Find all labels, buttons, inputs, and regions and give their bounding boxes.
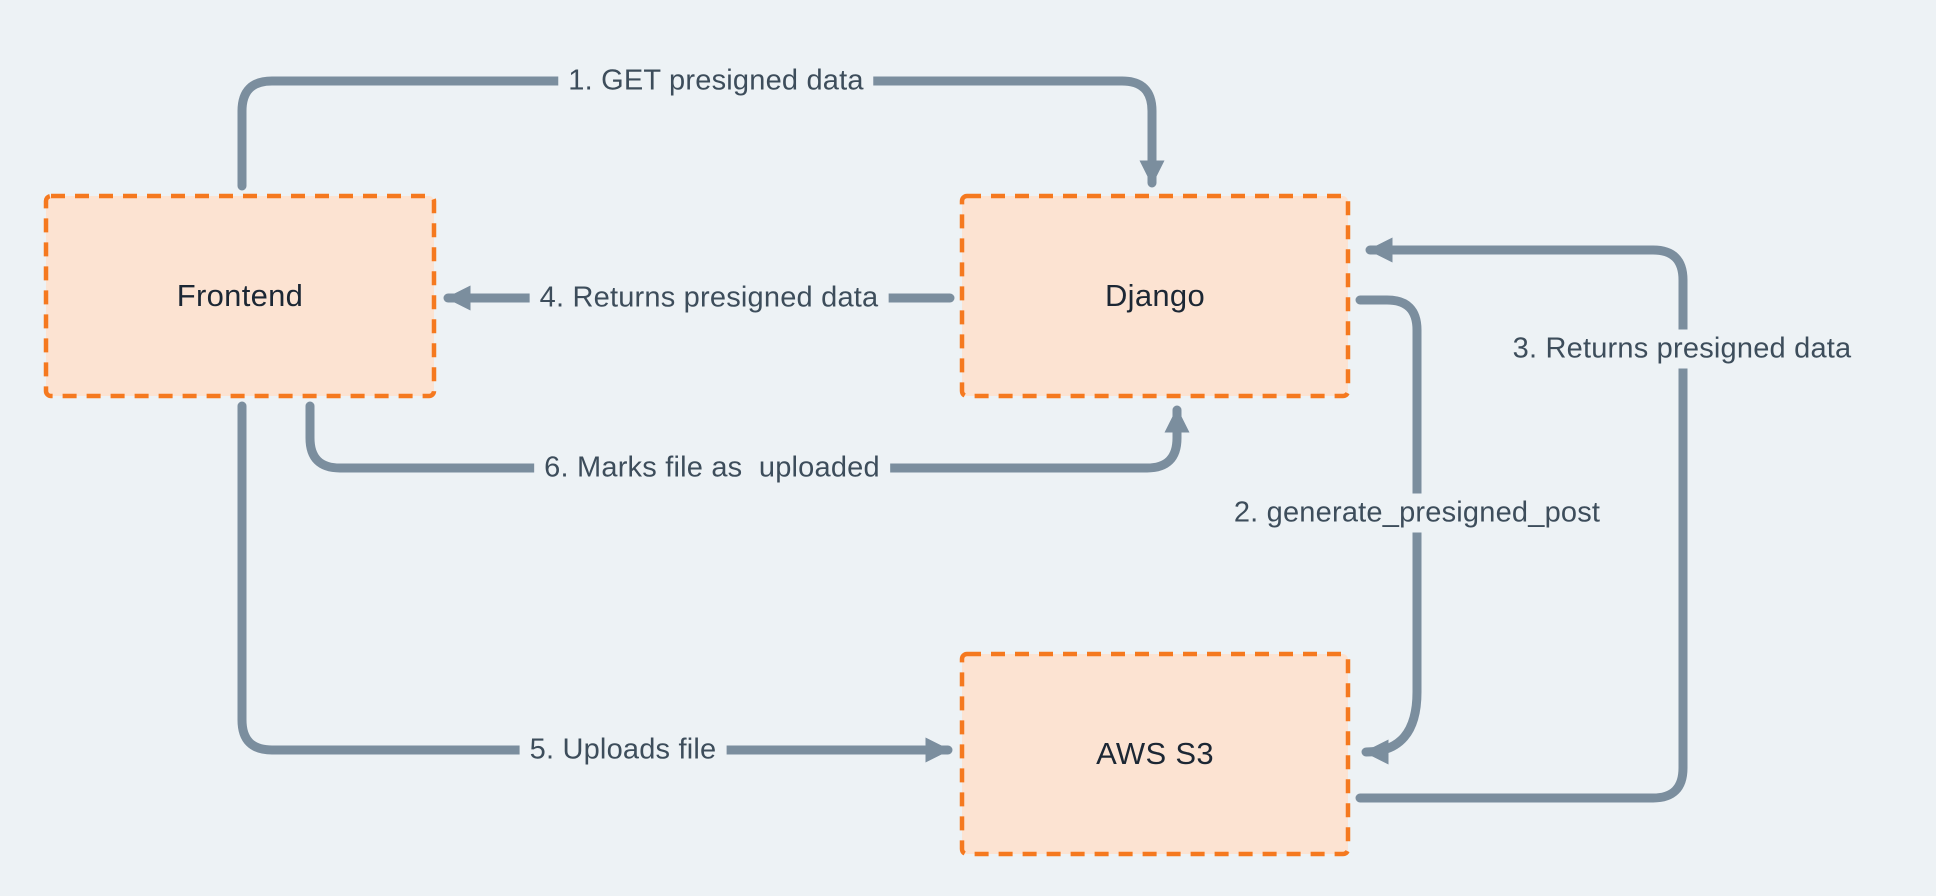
- edge-label-1-get-presigned-data: 1. GET presigned data: [558, 61, 874, 101]
- edge-label-4-returns-presigned-data: 4. Returns presigned data: [529, 278, 889, 318]
- edge-label-3-returns-presigned-data: 3. Returns presigned data: [1502, 329, 1862, 369]
- node-label-django: Django: [1104, 278, 1206, 313]
- edge-label-6-marks-file-as-uploaded: 6. Marks file as uploaded: [534, 448, 890, 488]
- node-label-aws-s3: AWS S3: [1096, 736, 1214, 771]
- node-box-django: [959, 193, 1351, 399]
- edge-arrow-2-generate-presigned-post: [1355, 295, 1422, 765]
- node-box-aws-s3: [959, 651, 1351, 857]
- edge-label-2-generate-presigned-post: 2. generate_presigned_post: [1223, 493, 1611, 533]
- node-box-frontend: [43, 193, 437, 399]
- edge-label-5-uploads-file: 5. Uploads file: [519, 730, 727, 770]
- node-label-frontend: Frontend: [176, 278, 304, 313]
- edge-arrow-5-uploads-file: [237, 401, 953, 763]
- edge-arrow-3-returns-presigned-data: [1355, 237, 1688, 803]
